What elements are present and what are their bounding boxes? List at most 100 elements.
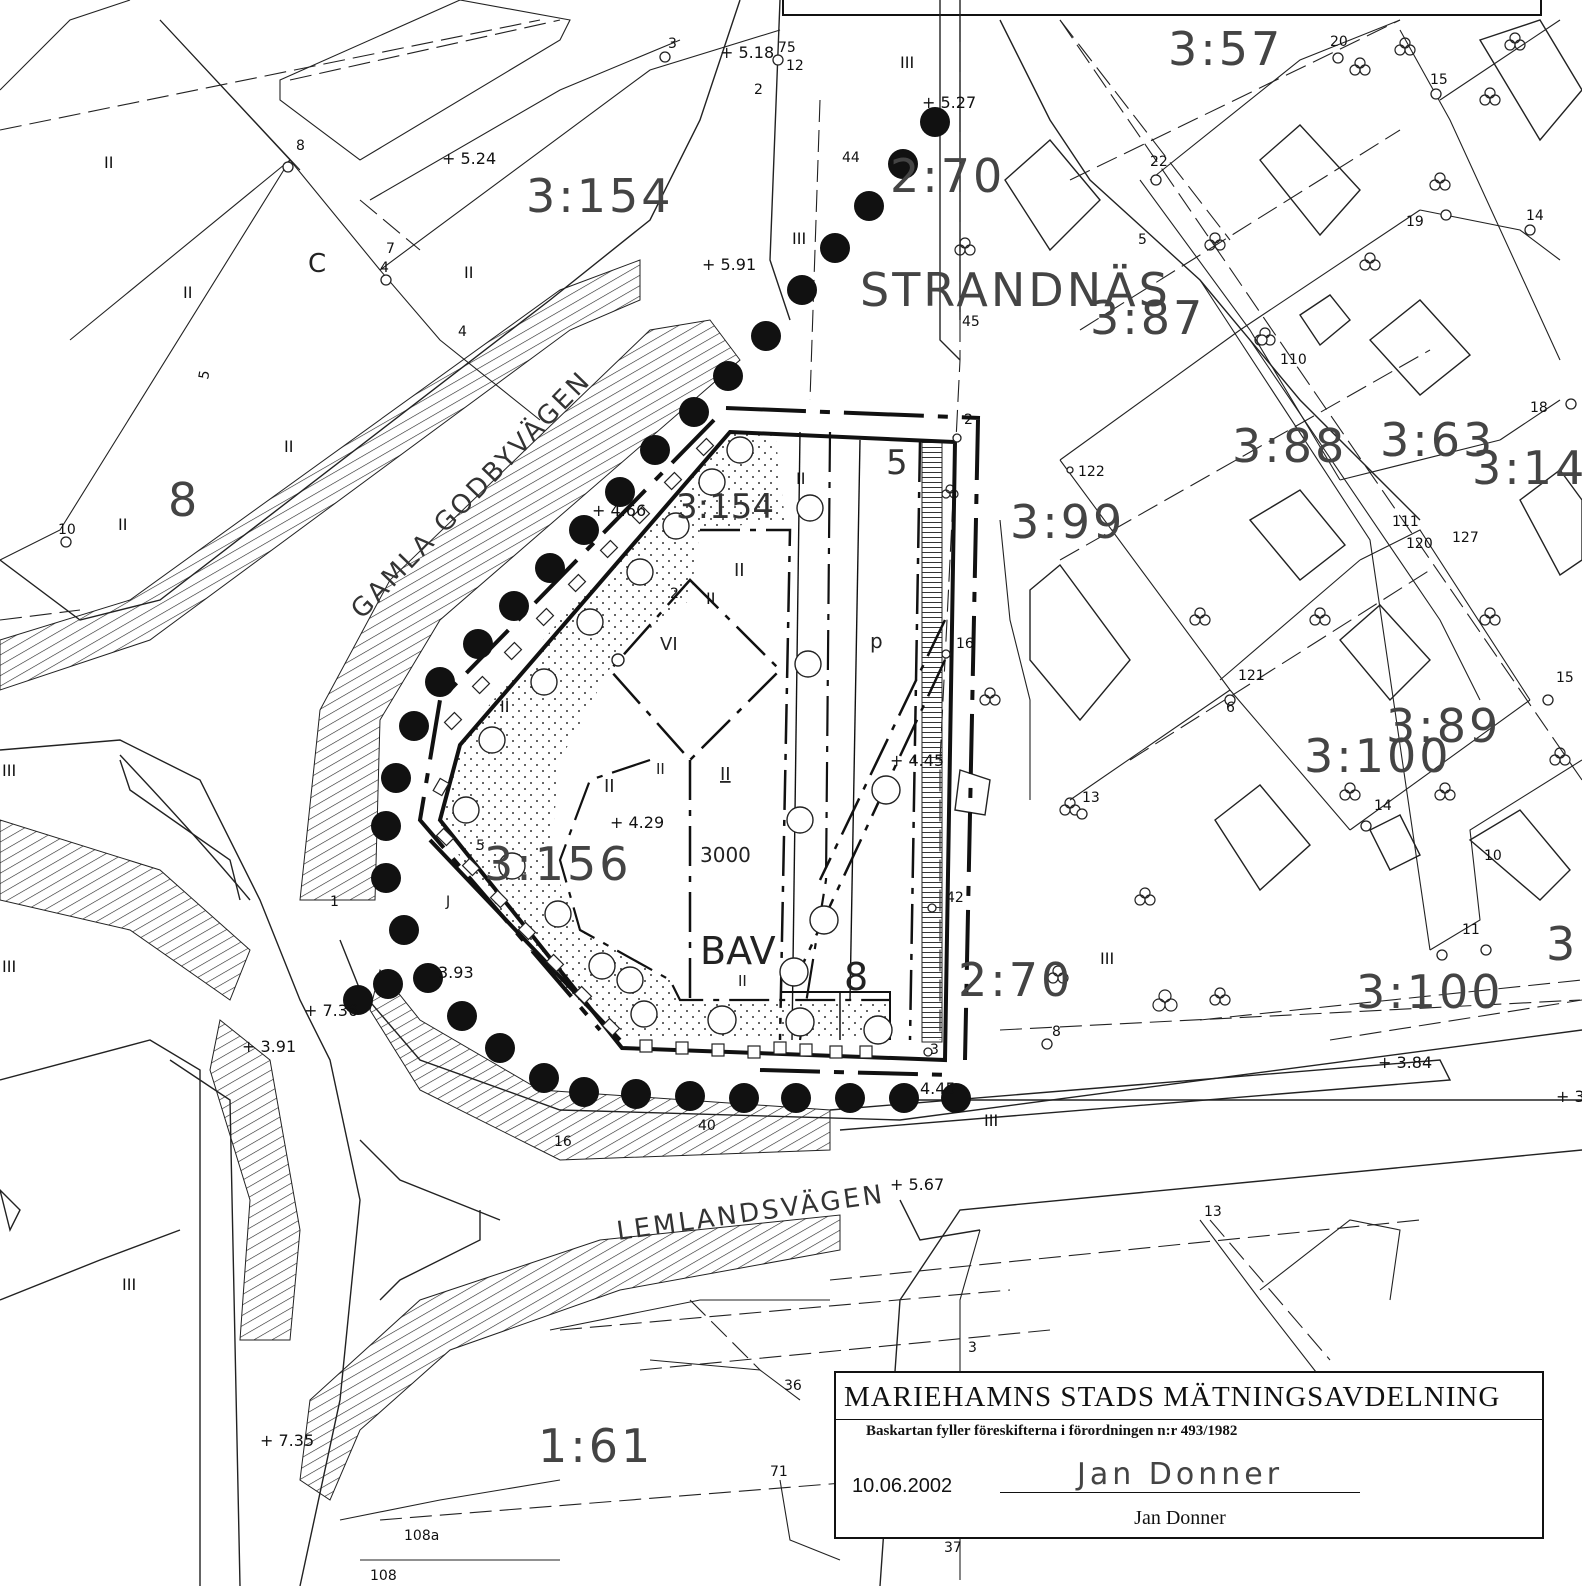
point-label: 3 — [968, 1340, 977, 1356]
plan-parking: p — [870, 629, 883, 653]
parcel-label: 2:70 — [890, 149, 1005, 203]
point-label: 4 — [458, 324, 467, 340]
point-label: 108 — [370, 1568, 397, 1584]
roman-label: II — [104, 153, 113, 172]
point-label: 13 — [1204, 1204, 1222, 1220]
point-label: 37 — [944, 1540, 962, 1556]
roman-label: III — [900, 53, 914, 72]
parcel-label: 8 — [168, 473, 200, 527]
roman-label: III — [984, 1111, 998, 1130]
buildings — [0, 19, 1582, 1233]
point-label: 3 — [668, 36, 677, 52]
parcel-label: 3:156 — [484, 837, 632, 891]
roman-label: II — [500, 697, 509, 716]
elevation-label: + 3.91 — [242, 1037, 296, 1056]
point-label: 110 — [1280, 352, 1307, 368]
point-label: 8 — [1052, 1024, 1061, 1040]
point-label: 14 — [1526, 208, 1544, 224]
point-label: 111 — [1392, 514, 1419, 530]
point-label: 15 — [1556, 670, 1574, 686]
title-block-signature: Jan Donner — [1000, 1457, 1360, 1493]
parcel-label: 3:89 — [1386, 699, 1501, 753]
roman-label: II — [183, 283, 192, 302]
proposed-trees — [452, 436, 901, 1045]
elevation-label: 4.45 — [920, 1079, 956, 1098]
elevation-label: + 7.35 — [260, 1431, 314, 1450]
parcel-label: 3:154 — [676, 487, 774, 527]
parcel-label: 1:61 — [538, 1419, 653, 1473]
place-name-label: STRANDNÄS — [860, 263, 1171, 317]
point-label: 120 — [1406, 536, 1433, 552]
point-label: 71 — [770, 1464, 788, 1480]
elevation-label: 3.93 — [438, 963, 474, 982]
parcel-label: 3:63 — [1380, 413, 1495, 467]
point-label: 20 — [1330, 34, 1348, 50]
elevation-label: + 4.66 — [592, 501, 646, 520]
point-label: J — [445, 894, 450, 910]
roman-label: II — [284, 437, 293, 456]
point-label: 45 — [962, 314, 980, 330]
roman-label: III — [792, 229, 806, 248]
elevation-label: + 3.84 — [1378, 1053, 1432, 1072]
plan-floors: II — [738, 972, 747, 990]
point-label: 5 — [476, 838, 485, 854]
hatched-strip — [921, 441, 943, 1043]
elevation-label: + 4.45 — [890, 751, 944, 770]
plan-floors: II — [656, 760, 665, 778]
survey-points — [60, 51, 1577, 1057]
point-label: 40 — [698, 1118, 716, 1134]
point-label: 5 — [1138, 232, 1147, 248]
plan-number: 5 — [886, 443, 908, 483]
point-label: 36 — [784, 1378, 802, 1394]
point-label: 127 — [1452, 530, 1479, 546]
parcel-label: 3:100 — [1304, 729, 1452, 783]
point-label: 3 — [930, 1042, 939, 1058]
boundary-markers — [432, 437, 873, 1059]
elevation-label: + 7.36 — [304, 1001, 358, 1020]
roman-label: II — [706, 589, 715, 608]
point-label: 5 — [196, 369, 213, 381]
parcel-label: 3:100 — [1356, 965, 1504, 1019]
title-block-signer-name: Jan Donner — [1134, 1507, 1226, 1529]
embankment-hatching — [0, 259, 841, 1501]
plan-area: 3000 — [700, 843, 751, 867]
plan-height: + 4.29 — [610, 813, 664, 832]
point-label: 4 — [380, 260, 389, 276]
point-label: 16 — [554, 1134, 572, 1150]
point-label: 8 — [296, 138, 305, 154]
elevation-label: + 3 — [1556, 1087, 1582, 1106]
roman-label: II — [796, 469, 805, 488]
point-label: 108a — [404, 1528, 439, 1544]
parcel-label: 3:87 — [1090, 291, 1205, 345]
point-label: 2 — [754, 82, 763, 98]
dashed-lines — [0, 19, 1582, 1521]
point-label: 6 — [1226, 700, 1235, 716]
roman-label: III — [1100, 949, 1114, 968]
point-label: 11 — [1462, 922, 1480, 938]
roman-label: III — [2, 957, 16, 976]
point-label: 14 — [1374, 798, 1392, 814]
point-label: 12 — [786, 58, 804, 74]
point-label: C — [308, 249, 326, 279]
title-block-divider — [836, 1419, 1542, 1420]
point-label: 22 — [1150, 154, 1168, 170]
parcel-label: 3 — [1546, 917, 1578, 971]
point-label: 7 — [386, 241, 395, 257]
point-label: 15 — [1430, 72, 1448, 88]
parcel-label: 3:57 — [1168, 22, 1283, 76]
point-label: 18 — [1530, 400, 1548, 416]
point-label: 10 — [1484, 848, 1502, 864]
elevation-label: + 5.67 — [890, 1175, 944, 1194]
roman-label: II — [464, 263, 473, 282]
parcel-label: 3:154 — [526, 169, 674, 223]
title-block: MARIEHAMNS STADS MÄTNINGSAVDELNING Baska… — [834, 1371, 1544, 1539]
elevation-label: + 5.91 — [702, 255, 756, 274]
map-labels: STRANDNÄS GAMLA GODBYVÄGEN LEMLANDSVÄGEN… — [2, 22, 1582, 1584]
point-label: 19 — [1406, 214, 1424, 230]
title-block-date: 10.06.2002 — [852, 1475, 953, 1497]
roman-label: III — [2, 761, 16, 780]
top-frame-box — [782, 0, 1542, 16]
title-block-subtitle: Baskartan fyller föreskifterna i förordn… — [866, 1423, 1238, 1439]
